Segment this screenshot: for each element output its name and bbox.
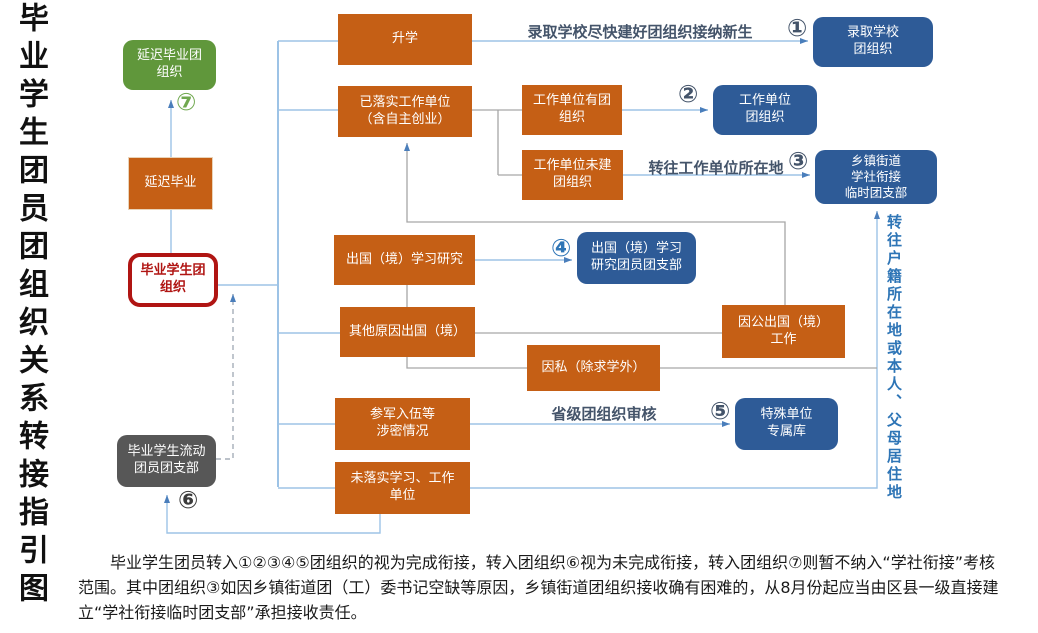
node-abroad-private: 因私（除求学外） [527,345,660,391]
diagram-vertical-title: 毕业学生团员团组织关系转接指引图 [13,2,48,610]
edge-label-school-accepts-new: 录取学校尽快建好团组织接纳新生 [527,23,753,41]
badge-3: ③ [788,147,809,175]
node-workunit-league-org: 工作单位 团组织 [713,85,817,135]
node-study-abroad: 出国（境）学习研究 [334,235,475,285]
node-military-confidential: 参军入伍等 涉密情况 [335,398,470,450]
node-admitting-school-league-org: 录取学校 团组织 [813,17,933,67]
node-workunit-no-league: 工作单位未建 团组织 [522,150,623,200]
badge-5: ⑤ [710,397,731,425]
badge-7: ⑦ [176,88,197,116]
badge-2: ② [678,80,699,108]
badge-1: ① [787,14,808,42]
node-delayed-graduation: 延迟毕业 [128,157,213,210]
edge-label-transfer-household-location: 转往户籍所在地或本人、父母居住地 [885,214,903,502]
node-abroad-study-league-branch: 出国（境）学习 研究团员团支部 [577,232,696,284]
edge-label-provincial-review: 省级团组织审核 [551,405,657,423]
node-mobile-league-branch: 毕业学生流动 团员团支部 [117,435,216,487]
node-workunit-has-league: 工作单位有团 组织 [522,85,622,135]
node-employment-confirmed: 已落实工作单位 （含自主创业） [338,86,472,137]
node-special-unit-repository: 特殊单位 专属库 [735,398,838,450]
edge-label-transfer-workunit-location: 转往工作单位所在地 [648,159,784,177]
node-further-study: 升学 [338,14,472,65]
node-graduate-student-league-org: 毕业学生团 组织 [128,253,218,307]
node-abroad-official-work: 因公出国（境） 工作 [722,305,845,358]
node-delayed-graduation-league-org: 延迟毕业团 组织 [123,40,216,90]
node-abroad-other-reasons: 其他原因出国（境） [340,307,475,357]
footnote-paragraph: 毕业学生团员转入①②③④⑤团组织的视为完成衔接，转入团组织⑥视为未完成衔接，转入… [78,553,999,622]
badge-4: ④ [551,234,572,262]
node-no-study-or-work: 未落实学习、工作 单位 [335,462,470,514]
node-township-temp-league-branch: 乡镇街道 学社衔接 临时团支部 [815,150,937,204]
badge-6: ⑥ [178,486,199,514]
